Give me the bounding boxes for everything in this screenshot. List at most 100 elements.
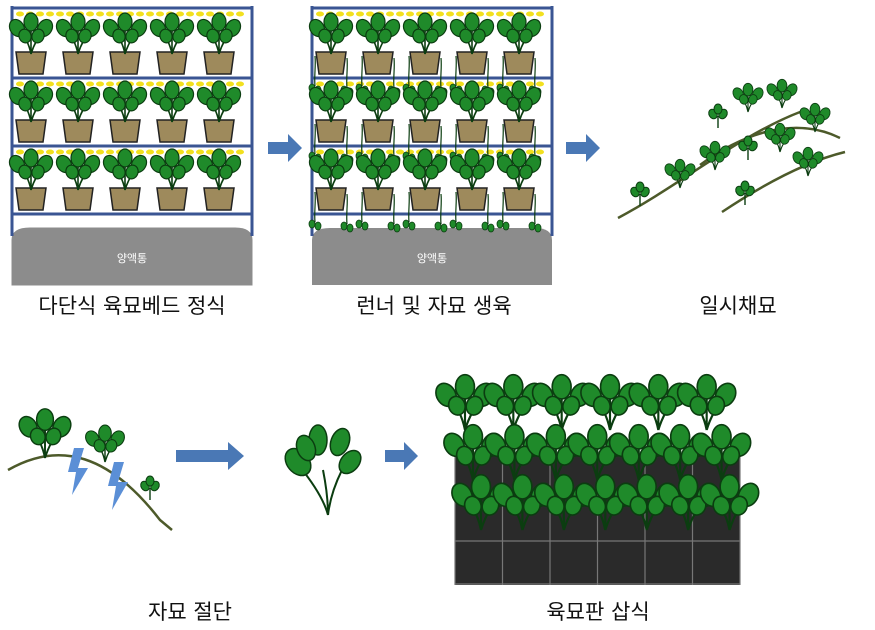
potted-plant — [147, 81, 196, 142]
lamp-dot — [196, 81, 204, 87]
lamp-dot — [136, 149, 144, 155]
lamp-dot — [86, 11, 94, 17]
lamp-dot — [136, 81, 144, 87]
lamp-dot — [186, 11, 194, 17]
lamp-dot — [196, 11, 204, 17]
lamp-dot — [536, 11, 544, 17]
potted-plant — [100, 149, 149, 210]
plug-tray — [430, 373, 764, 585]
shelf-rack-1: 양액통 — [6, 6, 254, 286]
potted-plant — [147, 13, 196, 74]
lamp-dot — [156, 81, 164, 87]
nutrient-tank-2 — [312, 228, 552, 285]
lamp-dot — [406, 11, 414, 17]
lamp-dot — [106, 149, 114, 155]
lamp-dot — [56, 11, 64, 17]
cut-lightning-1 — [68, 448, 88, 495]
lamp-dot — [156, 149, 164, 155]
cut-lightning-2 — [108, 462, 128, 510]
arrow-1 — [268, 134, 302, 162]
shelf-rack-2: 양액통 — [306, 6, 554, 285]
potted-plant — [194, 13, 243, 74]
caption-cutting: 자묘 절단 — [148, 600, 232, 624]
lamp-dot — [106, 11, 114, 17]
lamp-dot — [96, 11, 104, 17]
potted-plant — [6, 149, 55, 210]
lamp-dot — [136, 11, 144, 17]
lamp-dot — [96, 81, 104, 87]
lamp-dot — [186, 149, 194, 155]
lamp-dot — [16, 81, 24, 87]
potted-plant — [400, 81, 449, 142]
lamp-dot — [96, 149, 104, 155]
potted-plant — [494, 81, 543, 142]
potted-plant — [306, 81, 355, 142]
potted-plant — [400, 149, 449, 210]
potted-plant — [306, 13, 355, 74]
cut-plantlet — [284, 424, 362, 516]
lamp-dot — [396, 149, 404, 155]
potted-plant — [100, 13, 149, 74]
potted-plant — [100, 81, 149, 142]
lamp-dot — [206, 11, 214, 17]
potted-plant — [353, 81, 402, 142]
potted-plant — [353, 13, 402, 74]
caption-tray-planting: 육묘판 삽식 — [546, 600, 650, 624]
lamp-dot — [86, 81, 94, 87]
lamp-dot — [56, 81, 64, 87]
lamp-dot — [236, 149, 244, 155]
potted-plant — [53, 13, 102, 74]
potted-plant — [494, 149, 543, 210]
lamp-dot — [186, 81, 194, 87]
lamp-dot — [386, 11, 394, 17]
potted-plant — [6, 81, 55, 142]
lamp-dot — [356, 11, 364, 17]
potted-plant — [353, 149, 402, 210]
potted-plant — [447, 13, 496, 74]
lamp-dot — [16, 11, 24, 17]
lamp-dot — [436, 11, 444, 17]
lamp-dot — [196, 149, 204, 155]
potted-plant — [147, 149, 196, 210]
lamp-dot — [226, 149, 234, 155]
potted-plant — [6, 13, 55, 74]
lamp-dot — [346, 11, 354, 17]
arrow-2 — [566, 134, 600, 162]
tank-label-1: 양액통 — [117, 252, 147, 265]
lamp-dot — [236, 81, 244, 87]
potted-plant — [194, 81, 243, 142]
potted-plant — [194, 149, 243, 210]
lamp-dot — [16, 149, 24, 155]
lamp-dot — [226, 11, 234, 17]
lamp-dot — [106, 81, 114, 87]
lamp-dot — [156, 11, 164, 17]
lamp-dot — [86, 149, 94, 155]
tray-plant — [672, 373, 741, 432]
lamp-dot — [36, 11, 44, 17]
caption-bulk-harvest: 일시채묘 — [699, 294, 777, 318]
potted-plant — [447, 149, 496, 210]
potted-plants-1 — [6, 13, 243, 210]
lamp-dot — [506, 11, 514, 17]
lamp-dot — [336, 11, 344, 17]
lamp-dot — [236, 11, 244, 17]
potted-plants-2 — [306, 13, 543, 233]
lamp-dot — [226, 81, 234, 87]
lamp-dot — [146, 81, 154, 87]
lamp-dot — [536, 81, 544, 87]
lamp-dot — [526, 11, 534, 17]
lamp-dot — [46, 149, 54, 155]
caption-shelf-planting: 다단식 육묘베드 정식 — [38, 294, 226, 318]
tank-label-2: 양액통 — [417, 252, 447, 265]
potted-plant — [400, 13, 449, 74]
runner-cutting — [7, 407, 173, 531]
lamp-dot — [396, 11, 404, 17]
lamp-dot — [456, 11, 464, 17]
potted-plant — [447, 81, 496, 142]
arrow-3 — [176, 442, 244, 470]
caption-runner-growth: 런너 및 자묘 생육 — [356, 294, 512, 318]
lamp-dot — [56, 149, 64, 155]
lamp-dot — [536, 149, 544, 155]
lamp-dot — [396, 81, 404, 87]
